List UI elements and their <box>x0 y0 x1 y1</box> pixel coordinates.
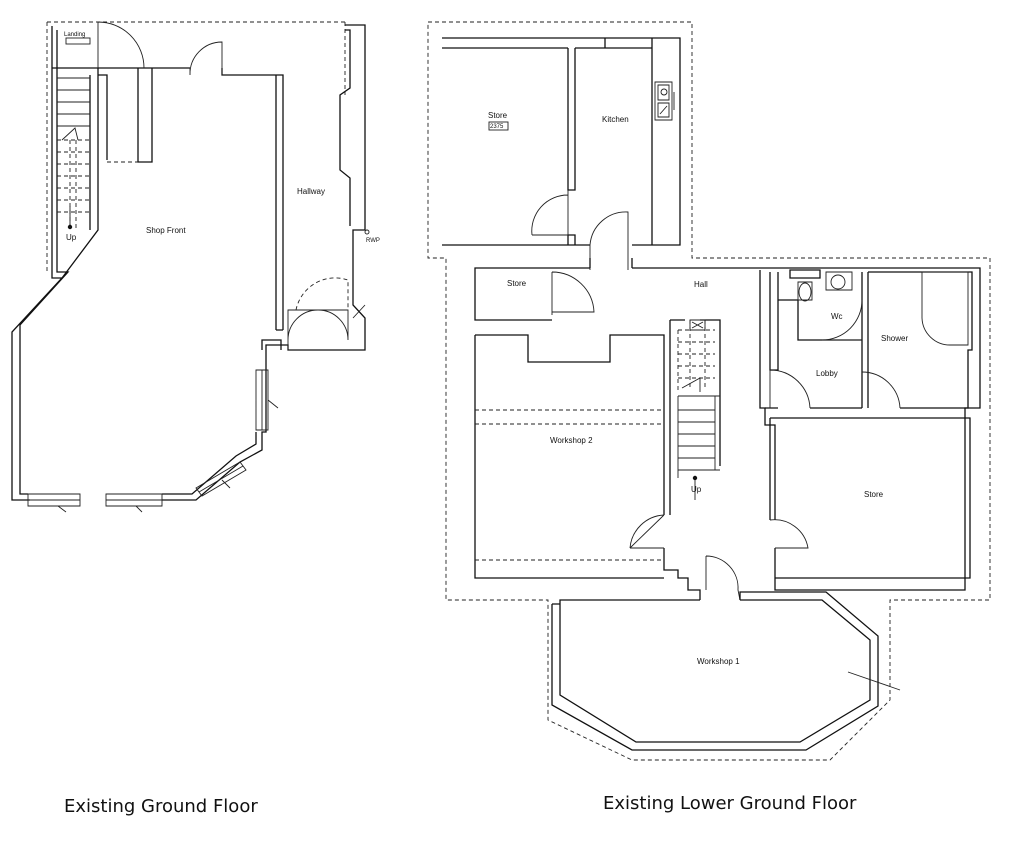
lobby-door-right <box>861 371 901 409</box>
sink-drainer <box>659 92 675 115</box>
landing-door <box>97 21 145 69</box>
kitchen-door <box>589 211 629 270</box>
shower-tray <box>921 271 969 346</box>
room-label-store-hall: Store <box>507 279 527 288</box>
ground-floor-boundary <box>46 21 346 272</box>
right-block-inner <box>765 269 973 409</box>
lower-stair-arrow <box>681 377 701 500</box>
room-label-up: Up <box>66 233 77 242</box>
lower-ground-floor-title: Existing Lower Ground Floor <box>603 793 857 814</box>
store-kitchen-partition <box>442 38 653 245</box>
room-label-hallway: Hallway <box>297 187 325 196</box>
workshop-1-entrance-door <box>705 555 741 601</box>
lower-ground-stairs-hidden <box>677 320 715 390</box>
ground-floor-stair-wall <box>52 67 99 279</box>
front-entrance-swing <box>295 277 349 311</box>
workshop-2-hidden-lines <box>475 409 664 561</box>
shop-window-side <box>255 369 279 431</box>
store-dimension: 2375 <box>490 124 504 130</box>
workshop-1-window-line <box>847 671 901 691</box>
room-label-workshop-2: Workshop 2 <box>550 436 593 445</box>
ground-floor-plan: Landing Shop Front Hallway Up RWP <box>11 21 380 513</box>
room-label-kitchen: Kitchen <box>602 115 629 124</box>
room-label-store-top: Store <box>488 111 508 120</box>
room-label-rwp: RWP <box>366 238 380 244</box>
wc-basin <box>830 274 846 290</box>
wc-toilet <box>797 281 813 301</box>
shop-window-bay <box>195 461 247 497</box>
landing-fixture <box>65 37 91 45</box>
hall-store-door <box>551 271 595 315</box>
ground-floor-stairs-hidden <box>57 139 90 230</box>
workshop-2-walls <box>474 319 721 600</box>
ground-floor-outer-wall <box>11 24 366 501</box>
store-dimension-box <box>488 121 509 131</box>
lower-ground-floor-boundary <box>427 21 991 761</box>
lower-stair-start-marker <box>692 475 698 481</box>
workshop-1-walls <box>551 591 879 751</box>
connecting-wall <box>474 258 633 321</box>
stair-top-box <box>689 319 706 331</box>
store-right-door <box>769 519 809 549</box>
room-label-wc: Wc <box>831 312 843 321</box>
lower-ground-stairs <box>677 395 720 478</box>
lower-ground-floor-plan: Store 2375 Kitchen Store Hall Wc Shower … <box>427 21 991 761</box>
room-label-workshop-1: Workshop 1 <box>697 657 740 666</box>
kitchen-sink <box>654 81 673 121</box>
room-label-hall: Hall <box>694 280 708 289</box>
ground-floor-title: Existing Ground Floor <box>64 796 258 817</box>
rwp-marker <box>364 229 370 235</box>
room-label-shop-front: Shop Front <box>146 226 186 235</box>
wc-door <box>821 299 863 341</box>
room-label-landing: Landing <box>64 32 85 38</box>
shop-window-bottom-mid <box>105 493 163 513</box>
rwp-pipe <box>352 304 366 319</box>
store-door <box>531 190 569 236</box>
lobby-door-left <box>769 369 811 409</box>
room-label-store-right: Store <box>864 490 884 499</box>
front-entrance-doors <box>287 309 349 350</box>
shop-door-top <box>189 41 223 76</box>
top-block-outer-wall <box>442 37 681 246</box>
ground-floor-stairs <box>57 77 90 127</box>
store-right-walls <box>769 417 971 579</box>
workshop-2-door <box>629 514 665 549</box>
room-label-lobby: Lobby <box>816 369 838 378</box>
shop-window-bottom-left <box>27 493 81 513</box>
ground-floor-outer-wall-inner <box>19 29 351 495</box>
ground-floor-stair-arrow <box>61 127 79 228</box>
room-label-shower: Shower <box>881 334 908 343</box>
wc-bowl <box>798 282 812 302</box>
wc-basin-counter <box>825 271 853 291</box>
stair-start-marker <box>67 224 73 230</box>
room-label-up-lower: Up <box>691 485 702 494</box>
shop-front-partition <box>98 67 284 331</box>
sink-tap <box>660 88 668 96</box>
